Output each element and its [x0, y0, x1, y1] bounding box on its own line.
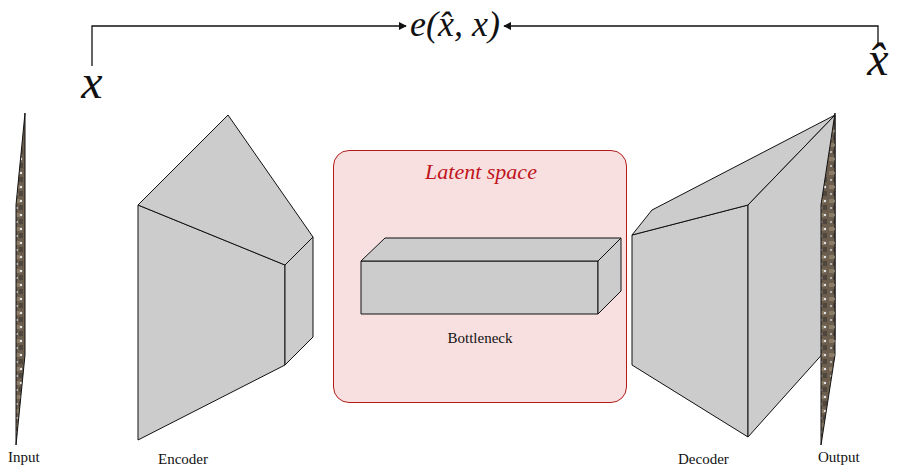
output-image: x̂Output: [818, 113, 838, 447]
face: [361, 238, 621, 261]
face: [821, 113, 835, 445]
face: [16, 113, 25, 445]
output-image-shape: [818, 113, 838, 447]
face: [285, 237, 313, 365]
error-arrow: [92, 26, 406, 66]
output-symbol: x̂: [867, 35, 888, 83]
error-arrow: [504, 26, 878, 43]
error-term: e(x̂, x): [410, 6, 500, 42]
encoder-block: Encoder: [136, 113, 316, 443]
face: [632, 205, 748, 437]
encoder-label: Encoder: [158, 450, 208, 468]
latent-space-region: Latent spaceBottleneck: [333, 150, 627, 403]
input-image-shape: [14, 113, 28, 447]
output-label: Output: [818, 448, 860, 466]
face: [361, 261, 598, 314]
bottleneck-block-shape: [359, 236, 623, 316]
face: [138, 115, 313, 265]
encoder-block-shape: [136, 113, 316, 443]
bottleneck-label: Bottleneck: [448, 329, 513, 347]
decoder-label: Decoder: [678, 450, 729, 468]
error-function: e(x̂, x): [410, 6, 500, 42]
bottleneck-block: Bottleneck: [359, 236, 623, 316]
input-symbol: x: [81, 58, 102, 106]
input-image: xInput: [14, 113, 28, 447]
decoder-block-shape: [630, 113, 838, 443]
decoder-block: Decoder: [630, 113, 838, 443]
face: [598, 238, 621, 314]
input-label: Input: [8, 448, 40, 466]
region-title: Latent space: [425, 159, 537, 185]
